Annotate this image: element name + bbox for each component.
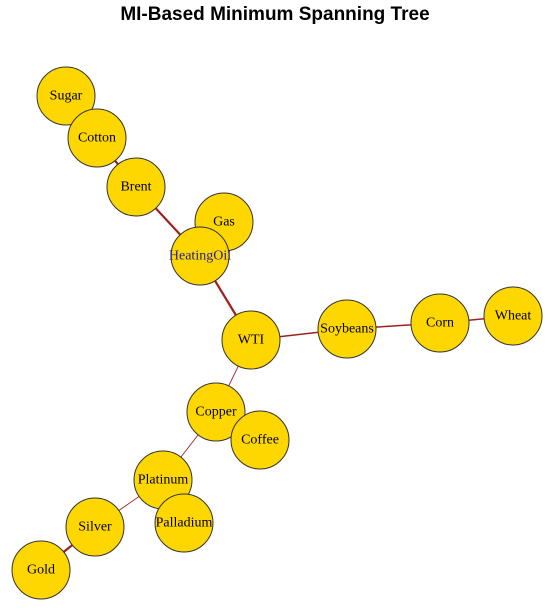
node-silver: Silver — [65, 497, 125, 557]
node-circle-coffee — [230, 410, 290, 470]
node-label-wheat: Wheat — [495, 309, 532, 324]
node-label-copper: Copper — [195, 405, 237, 420]
node-wti: WTI — [221, 310, 281, 370]
node-label-platinum: Platinum — [138, 473, 189, 488]
node-circle-gold — [11, 540, 71, 600]
node-heatingoil: HeatingOil — [169, 226, 231, 286]
node-label-cotton: Cotton — [78, 131, 116, 146]
node-circle-corn — [410, 293, 470, 353]
node-corn: Corn — [410, 293, 470, 353]
node-wheat: Wheat — [483, 286, 543, 346]
node-circle-copper — [186, 382, 246, 442]
node-label-coffee: Coffee — [241, 433, 279, 448]
node-copper: Copper — [186, 382, 246, 442]
node-circle-brent — [106, 157, 166, 217]
node-soybeans: Soybeans — [317, 299, 377, 359]
node-label-soybeans: Soybeans — [320, 322, 374, 337]
node-label-gas: Gas — [213, 215, 235, 230]
node-label-sugar: Sugar — [50, 89, 83, 104]
diagram-title: MI-Based Minimum Spanning Tree — [120, 4, 430, 25]
node-label-brent: Brent — [120, 180, 151, 195]
node-label-corn: Corn — [426, 316, 454, 331]
node-gold: Gold — [11, 540, 71, 600]
node-label-palladium: Palladium — [156, 516, 213, 531]
node-brent: Brent — [106, 157, 166, 217]
node-coffee: Coffee — [230, 410, 290, 470]
node-palladium: Palladium — [154, 493, 214, 553]
node-circle-palladium — [154, 493, 214, 553]
node-circle-soybeans — [317, 299, 377, 359]
node-circle-heatingoil — [170, 226, 230, 286]
node-circle-wti — [221, 310, 281, 370]
node-label-silver: Silver — [78, 520, 112, 535]
node-label-heatingoil: HeatingOil — [169, 249, 231, 264]
node-circle-wheat — [483, 286, 543, 346]
node-label-wti: WTI — [238, 333, 265, 348]
node-circle-silver — [65, 497, 125, 557]
node-sugar: Sugar — [36, 66, 96, 126]
node-label-gold: Gold — [27, 563, 55, 578]
node-circle-sugar — [36, 66, 96, 126]
node-circle-cotton — [67, 108, 127, 168]
node-cotton: Cotton — [67, 108, 127, 168]
